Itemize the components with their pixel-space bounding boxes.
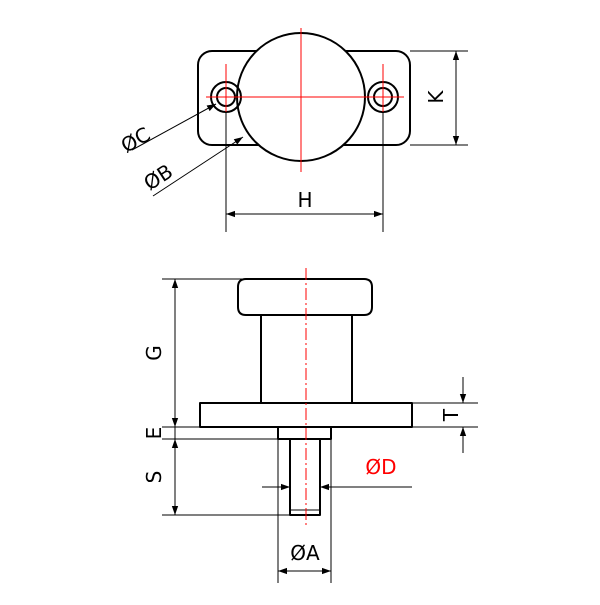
label-phi-b: ØB <box>139 159 177 195</box>
plunger-pin <box>289 438 321 516</box>
top-view <box>131 28 468 232</box>
knob-head <box>237 278 373 316</box>
label-phi-c: ØC <box>117 122 155 158</box>
collar <box>277 426 332 440</box>
label-g: G <box>142 345 166 361</box>
phi-b-leader <box>152 136 244 197</box>
phi-c-leader <box>131 103 217 151</box>
side-view <box>162 268 478 583</box>
label-k: K <box>424 90 448 104</box>
label-phi-d: ØD <box>365 455 396 479</box>
label-phi-a: ØA <box>290 541 320 565</box>
label-t: T <box>439 408 463 422</box>
label-e: E <box>142 427 166 440</box>
label-s: S <box>142 471 166 484</box>
label-h: H <box>297 188 312 212</box>
